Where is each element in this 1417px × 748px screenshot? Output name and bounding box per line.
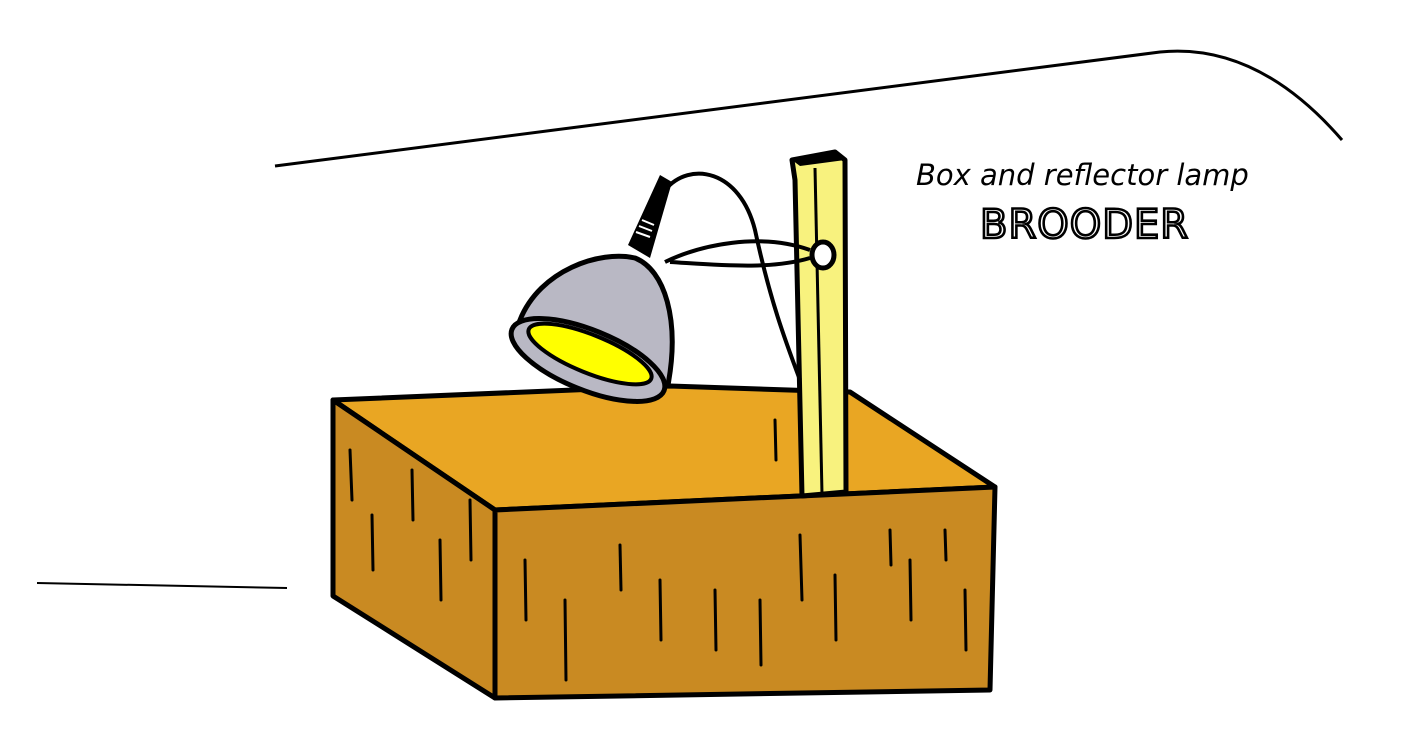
lamp-cord (663, 171, 811, 381)
post-eye-hook (809, 239, 837, 271)
lamp-socket (628, 175, 672, 258)
floor-line (36, 582, 288, 589)
caption: Box and reflector lamp (916, 158, 1249, 192)
lamp-light (526, 321, 654, 387)
box-front (492, 484, 998, 701)
title: BROODER (980, 202, 1189, 248)
background-wall-line (274, 49, 1344, 168)
wood-grain (348, 418, 968, 682)
